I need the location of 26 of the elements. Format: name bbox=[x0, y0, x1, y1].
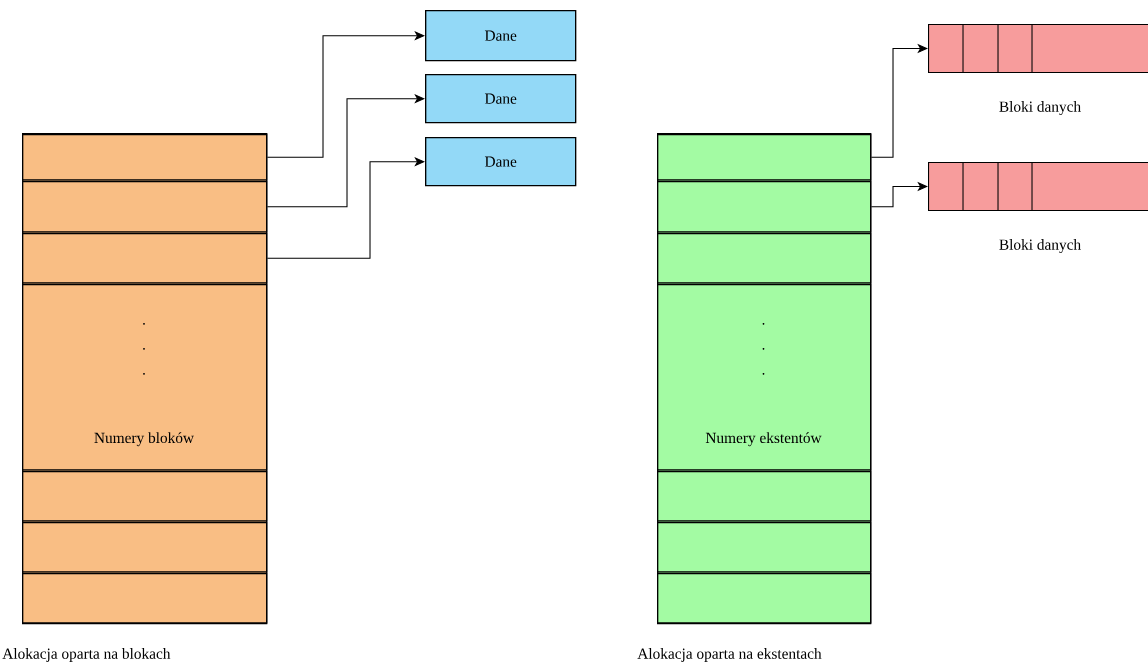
node-label: Alokacja oparta na ekstentach bbox=[637, 648, 822, 662]
arrow bbox=[266, 156, 425, 259]
arrow bbox=[266, 30, 425, 158]
table-row bbox=[657, 232, 872, 284]
arrow bbox=[870, 43, 928, 158]
data-box: Dane bbox=[425, 137, 577, 187]
table-row bbox=[22, 232, 268, 284]
arrow bbox=[870, 181, 928, 208]
table-row bbox=[657, 180, 872, 233]
node-label: Bloki danych bbox=[999, 239, 1081, 253]
table-row bbox=[22, 133, 268, 181]
table-row bbox=[657, 133, 872, 181]
data-box: Dane bbox=[425, 10, 577, 62]
data-block-bar bbox=[928, 23, 1148, 74]
data-box: Dane bbox=[425, 74, 577, 124]
node-label: Alokacja oparta na blokach bbox=[2, 648, 171, 662]
table-row bbox=[657, 470, 872, 522]
node-label: Bloki danych bbox=[999, 101, 1081, 115]
table-row bbox=[657, 521, 872, 573]
table-row bbox=[22, 572, 268, 624]
data-block-bar bbox=[928, 161, 1148, 212]
table-row bbox=[22, 470, 268, 522]
arrow bbox=[266, 93, 425, 208]
table-row bbox=[657, 572, 872, 624]
table-row bbox=[22, 521, 268, 573]
table-row bbox=[22, 180, 268, 233]
